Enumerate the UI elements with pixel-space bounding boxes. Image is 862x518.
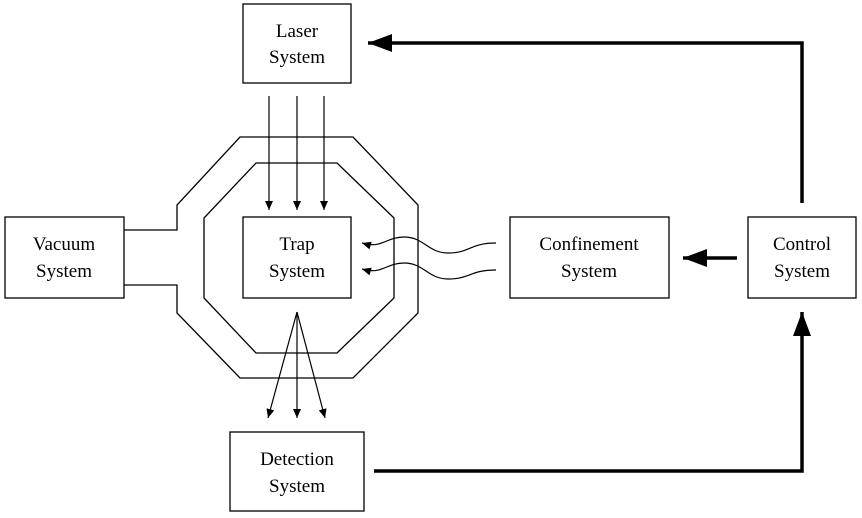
vacuum-system-label-line1: Vacuum [33, 234, 95, 255]
confinement-system-box: Confinement System [509, 216, 670, 299]
fluorescence-arrow-3 [296, 311, 327, 419]
confinement-field-wave-2 [361, 262, 497, 280]
detection-to-control-arrow [374, 312, 811, 473]
control-system-box: Control System [747, 216, 857, 299]
laser-system-box: Laser System [242, 3, 352, 84]
vacuum-chamber-inner-wall [203, 162, 395, 354]
detection-system-label-line2: System [269, 476, 325, 497]
detection-system-box: Detection System [229, 431, 365, 512]
control-system-label-line1: Control [773, 234, 831, 255]
trap-system-box: Trap System [242, 216, 352, 299]
vacuum-system-box: Vacuum System [4, 216, 125, 299]
control-system-label-line2: System [774, 261, 830, 282]
vacuum-chamber-outer-wall [124, 136, 419, 379]
laser-system-label-line1: Laser [276, 21, 319, 42]
vacuum-system-label-line2: System [36, 261, 92, 282]
control-to-laser-arrow [368, 34, 804, 203]
laser-system-label-line2: System [269, 47, 325, 68]
confinement-field-wave-1 [361, 236, 497, 254]
fluorescence-arrow-1 [266, 311, 298, 419]
confinement-system-label-line2: System [561, 261, 617, 282]
detection-system-label-line1: Detection [260, 449, 334, 470]
trap-system-label-line1: Trap [279, 234, 314, 255]
trap-system-label-line2: System [269, 261, 325, 282]
confinement-system-label-line1: Confinement [539, 234, 639, 255]
